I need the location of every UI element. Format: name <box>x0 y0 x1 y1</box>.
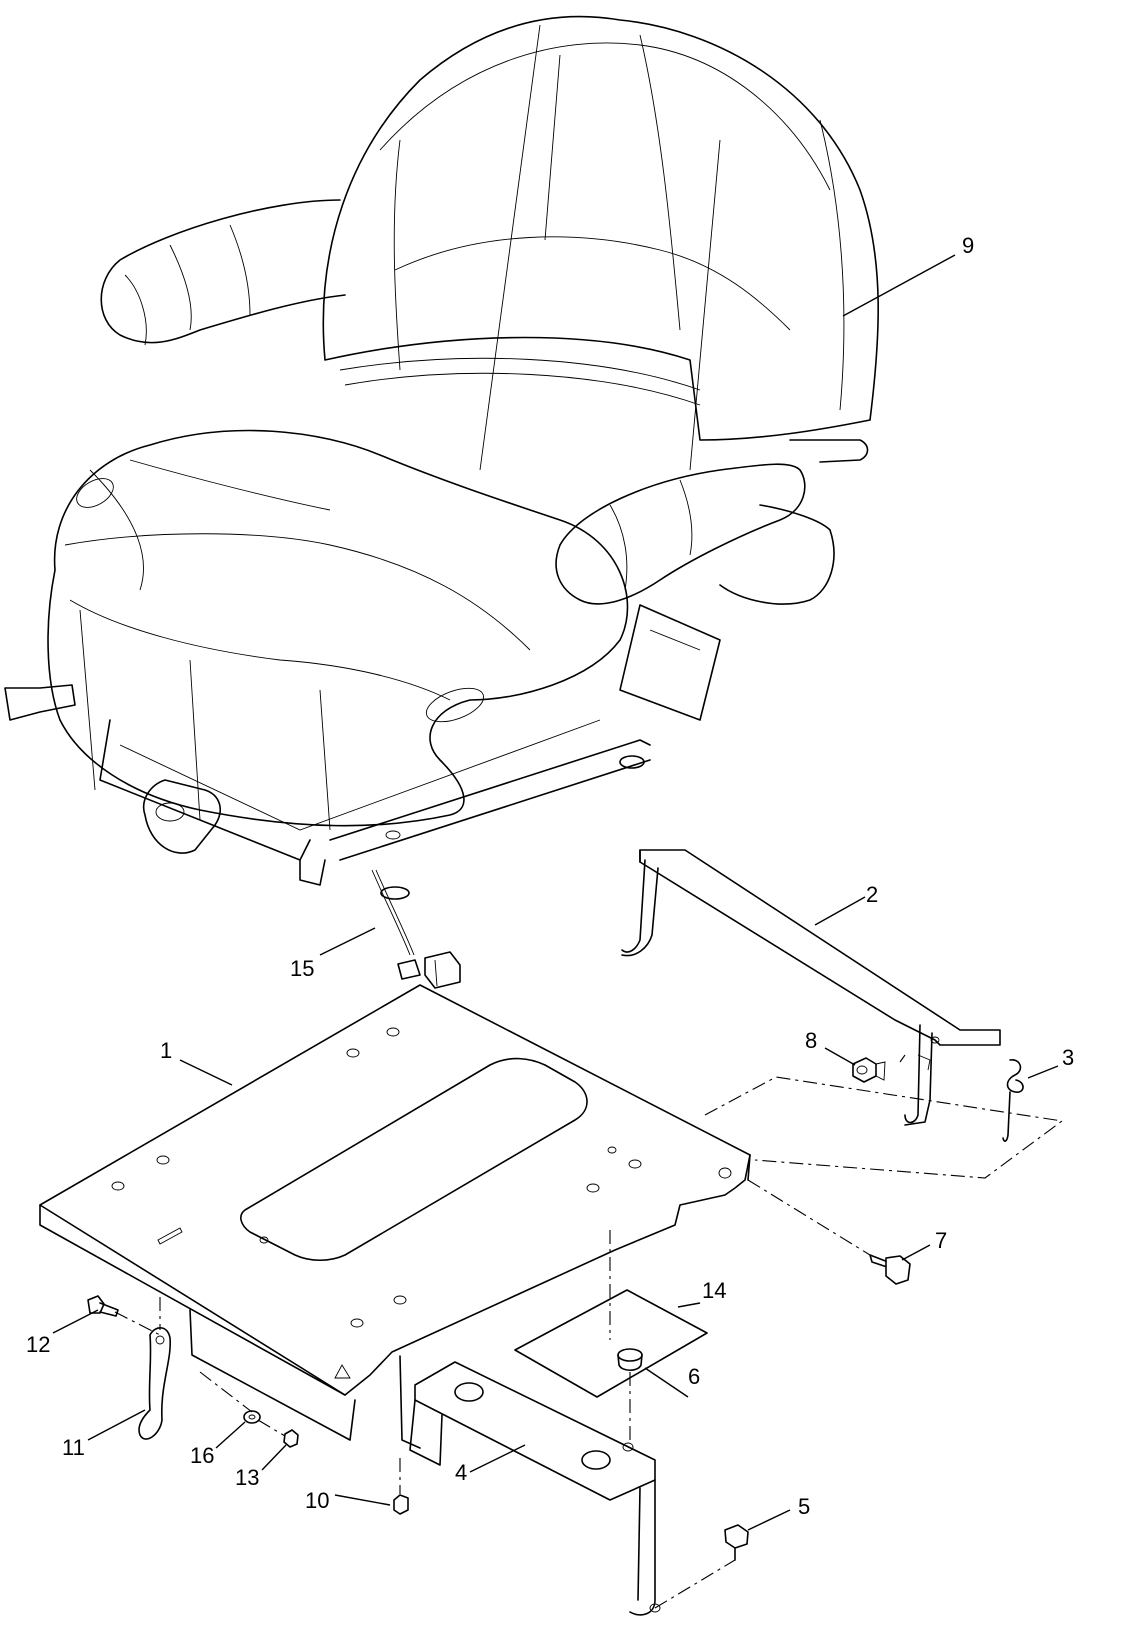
leader-lines <box>52 254 1059 1531</box>
nut-13 <box>283 1429 299 1448</box>
callout-16: 16 <box>190 1443 214 1468</box>
bolt-7 <box>869 1254 911 1285</box>
callout-12: 12 <box>26 1332 50 1357</box>
callout-14: 14 <box>702 1278 726 1303</box>
callout-labels: 1 2 3 4 5 6 7 8 9 10 11 12 13 14 15 16 <box>26 233 1074 1519</box>
assembly-lines <box>114 1054 1064 1609</box>
callout-2: 2 <box>866 882 878 907</box>
wire-harness <box>371 869 415 956</box>
washer-16 <box>243 1410 261 1424</box>
callout-8: 8 <box>805 1028 817 1053</box>
nut-8 <box>852 1057 886 1083</box>
bolt-12 <box>87 1295 119 1317</box>
latch-11 <box>138 1327 172 1440</box>
spring <box>1002 1059 1024 1142</box>
callout-3: 3 <box>1062 1045 1074 1070</box>
callout-15: 15 <box>290 956 314 981</box>
callout-10: 10 <box>305 1488 329 1513</box>
seat-plate <box>39 984 751 1449</box>
decal-14 <box>514 1289 708 1398</box>
callout-11: 11 <box>62 1435 85 1460</box>
bumper-6 <box>617 1348 643 1372</box>
nut-10 <box>393 1494 409 1515</box>
callout-6: 6 <box>688 1364 700 1389</box>
mount-bracket <box>409 1361 661 1616</box>
seat-assembly <box>4 15 879 900</box>
latch-bracket <box>621 849 1001 1126</box>
callout-9: 9 <box>962 233 974 258</box>
bolt-5 <box>724 1524 749 1561</box>
callout-1: 1 <box>160 1038 172 1063</box>
callout-13: 13 <box>235 1465 259 1490</box>
connector <box>397 951 461 989</box>
callout-7: 7 <box>935 1228 947 1253</box>
callout-4: 4 <box>455 1460 467 1485</box>
callout-5: 5 <box>798 1494 810 1519</box>
